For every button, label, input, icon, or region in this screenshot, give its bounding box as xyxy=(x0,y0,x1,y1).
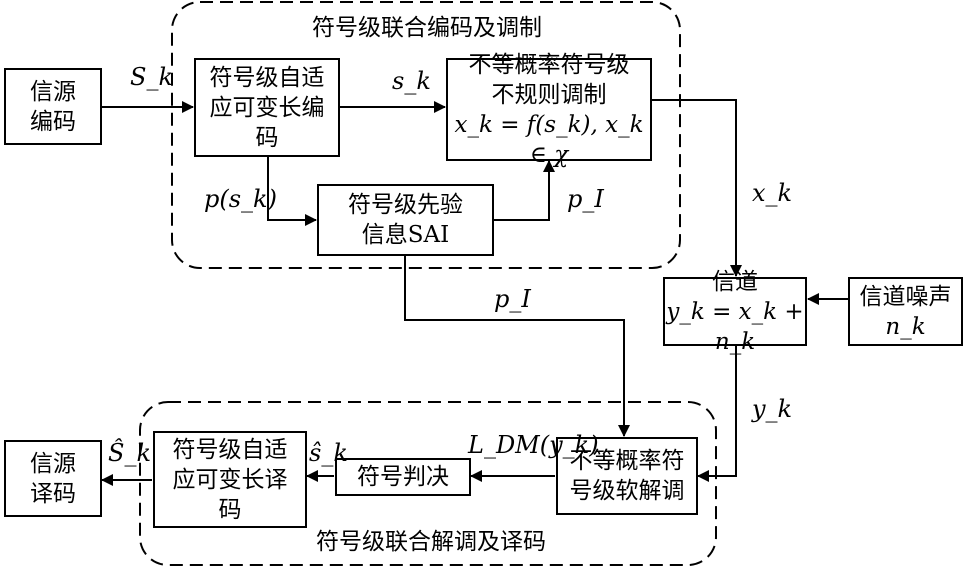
source-encoder-line-1: 信源 xyxy=(30,78,76,105)
arrow-encoder-to-sai xyxy=(267,157,317,226)
signal-p-I-mid: p_I xyxy=(494,285,531,313)
signal-S-hat-k: Ŝ_k xyxy=(108,439,151,467)
signal-x-k: x_k xyxy=(752,179,793,207)
encoder-group-title: 符号级联合编码及调制 xyxy=(312,15,542,41)
channel-noise-block: 信道噪声 n_k xyxy=(848,277,963,346)
signal-L-DM: L_DM(y_k) xyxy=(468,431,599,459)
channel-label: 信道 xyxy=(712,268,758,295)
irregular-modulation-equation: x_k = f(s_k), x_k ∈ χ xyxy=(454,111,644,168)
channel-block: 信道 y_k = x_k + n_k xyxy=(663,269,807,355)
adaptive-decoder-line-2: 应可变长译 xyxy=(172,466,288,493)
adaptive-decoder-block: 符号级自适 应可变长译 码 xyxy=(153,431,307,528)
arrow-channel-to-demodulator xyxy=(697,346,737,482)
adaptive-encoder-line-2: 应可变长编 xyxy=(209,94,325,121)
channel-equation: y_k = x_k + n_k xyxy=(666,298,804,355)
source-encoder-block: 信源 编码 xyxy=(4,68,102,145)
decoder-group-title: 符号级联合解调及译码 xyxy=(316,529,546,555)
arrow-sai-to-demodulator xyxy=(404,256,630,437)
sai-line-2: 信息SAI xyxy=(361,222,450,248)
encoder-group-outline xyxy=(171,1,681,269)
source-decoder-block: 信源 译码 xyxy=(4,440,102,517)
adaptive-decoder-line-1: 符号级自适 xyxy=(172,436,288,463)
signal-s-k: s_k xyxy=(392,67,431,95)
symbol-decision-block: 符号判决 xyxy=(335,458,471,496)
adaptive-encoder-line-1: 符号级自适 xyxy=(209,64,325,91)
irregular-modulation-block: 不等概率符号级 不规则调制 x_k = f(s_k), x_k ∈ χ xyxy=(446,52,652,168)
adaptive-encoder-block: 符号级自适 应可变长编 码 xyxy=(194,58,340,157)
decoder-group-outline xyxy=(139,401,717,566)
adaptive-encoder-line-3: 码 xyxy=(255,124,279,151)
source-decoder-line-2: 译码 xyxy=(30,480,76,507)
soft-demodulator-block: 不等概率符 号级软解调 xyxy=(556,437,698,515)
source-encoder-line-2: 编码 xyxy=(30,108,76,135)
signal-p-I-top: p_I xyxy=(567,185,604,213)
signal-y-k: y_k xyxy=(752,395,793,423)
arrow-modulation-to-channel xyxy=(652,99,742,277)
signal-s-hat-k: ŝ_k xyxy=(309,439,348,467)
soft-demodulator-line-1: 不等概率符 xyxy=(569,448,685,474)
sai-line-1: 符号级先验 xyxy=(348,192,463,218)
symbol-decision-label: 符号判决 xyxy=(357,464,449,490)
sai-block: 符号级先验 信息SAI xyxy=(317,184,494,256)
adaptive-decoder-line-3: 码 xyxy=(218,496,242,523)
noise-symbol: n_k xyxy=(885,313,926,340)
irregular-modulation-line-2: 不规则调制 xyxy=(491,81,607,108)
signal-S-k: S_k xyxy=(130,63,173,91)
arrow-sai-to-modulation xyxy=(494,160,555,221)
source-decoder-line-1: 信源 xyxy=(30,450,76,477)
signal-p-s-k: p(s_k) xyxy=(204,185,277,213)
channel-noise-label: 信道噪声 xyxy=(859,283,952,310)
irregular-modulation-line-1: 不等概率符号级 xyxy=(468,51,630,78)
soft-demodulator-line-2: 号级软解调 xyxy=(569,478,685,504)
